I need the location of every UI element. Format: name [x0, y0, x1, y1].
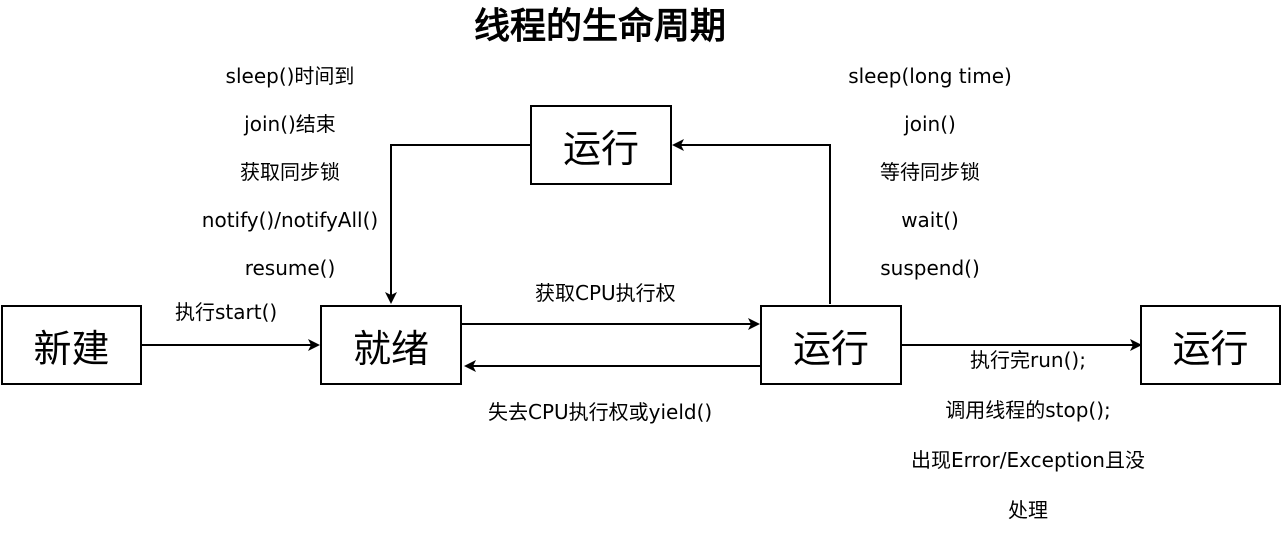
edge-blocked-to-ready: [385, 144, 530, 304]
edge-label-lose-cpu: 失去CPU执行权或yield(): [488, 400, 713, 424]
to-dead-line: 处理: [1008, 498, 1048, 522]
to-blocked-line: join(): [904, 112, 956, 136]
state-ready: 就绪: [320, 305, 462, 385]
edge-label-to-dead: 执行完run(); 调用线程的stop(); 出现Error/Exception…: [893, 348, 1163, 548]
from-blocked-line: join()结束: [244, 112, 336, 136]
to-blocked-line: sleep(long time): [848, 64, 1012, 88]
edge-label-to-blocked: sleep(long time) join() 等待同步锁 wait() sus…: [830, 64, 1030, 304]
to-blocked-line: suspend(): [880, 256, 980, 280]
state-new-label: 新建: [33, 326, 110, 371]
from-blocked-line: notify()/notifyAll(): [201, 208, 379, 232]
to-dead-line: 调用线程的stop();: [945, 398, 1111, 422]
state-running: 运行: [760, 305, 902, 385]
from-blocked-line: 获取同步锁: [240, 160, 340, 184]
from-blocked-line: resume(): [244, 256, 336, 280]
state-blocked-label: 运行: [562, 126, 639, 171]
diagram-title: 线程的生命周期: [473, 6, 726, 47]
state-blocked: 运行: [530, 105, 672, 185]
edge-label-acquire-cpu: 获取CPU执行权: [535, 281, 676, 305]
state-running-label: 运行: [792, 326, 869, 371]
state-new: 新建: [1, 305, 142, 385]
connectors: [142, 139, 1142, 372]
to-dead-line: 出现Error/Exception且没: [911, 448, 1145, 472]
state-ready-label: 就绪: [352, 326, 429, 371]
edge-running-to-blocked: [672, 139, 831, 304]
edge-label-start: 执行start(): [175, 300, 278, 324]
to-dead-line: 执行完run();: [970, 348, 1086, 372]
from-blocked-line: sleep()时间到: [225, 64, 355, 88]
state-dead: 运行: [1140, 305, 1281, 385]
state-dead-label: 运行: [1172, 326, 1249, 371]
to-blocked-line: wait(): [901, 208, 959, 232]
edge-label-from-blocked: sleep()时间到 join()结束 获取同步锁 notify()/notif…: [180, 64, 400, 304]
to-blocked-line: 等待同步锁: [880, 160, 980, 184]
